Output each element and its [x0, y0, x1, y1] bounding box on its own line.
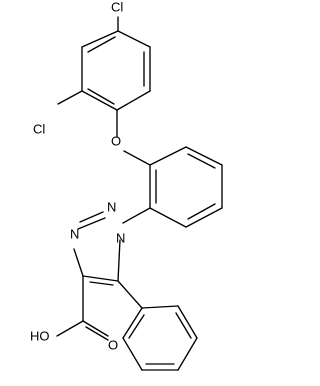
triazole-ring — [73, 207, 151, 286]
carboxylic-acid-group — [56, 275, 109, 341]
bond — [73, 248, 84, 277]
bond — [175, 312, 192, 339]
bond — [187, 203, 216, 220]
bond — [149, 146, 187, 166]
dichlorophenyl-ring — [81, 30, 151, 111]
bond — [81, 30, 119, 48]
bond — [82, 320, 109, 337]
triazole-nitrogen-3-label: N — [116, 230, 125, 245]
bond — [122, 207, 151, 224]
bond — [141, 305, 179, 309]
bond — [57, 90, 83, 105]
hydroxyl-label: HO — [30, 328, 50, 343]
ether-oxygen-label: O — [111, 133, 121, 148]
bond — [187, 153, 216, 169]
central-benzene-ring — [149, 146, 223, 228]
bond — [185, 207, 223, 228]
bond — [177, 337, 198, 371]
chlorine-label-left: Cl — [33, 121, 45, 136]
bond — [149, 207, 187, 228]
bond — [116, 90, 151, 111]
triazole-nitrogen-1-label: N — [107, 199, 116, 214]
bond — [117, 30, 151, 48]
bond — [77, 217, 106, 230]
bond — [177, 305, 198, 339]
bond — [117, 280, 143, 309]
bond — [85, 326, 109, 341]
bond — [89, 281, 114, 286]
bond — [123, 150, 151, 166]
bond — [128, 314, 145, 339]
structure-drawing: Cl Cl O N N N HO O — [30, 0, 223, 371]
carbonyl-oxygen-label: O — [108, 337, 118, 352]
bond — [122, 337, 143, 371]
chlorine-label-top: Cl — [111, 0, 123, 14]
bond — [117, 239, 121, 282]
bond — [56, 320, 84, 337]
bond — [81, 90, 118, 111]
bond — [185, 146, 223, 166]
bond — [87, 36, 116, 53]
bond — [82, 275, 119, 282]
bond — [87, 88, 115, 105]
molecule-diagram: Cl Cl O N N N HO O — [30, 0, 223, 371]
phenyl-ring — [122, 305, 198, 371]
bond — [79, 211, 104, 223]
triazole-nitrogen-2-label: N — [70, 226, 79, 241]
bond — [122, 307, 143, 339]
